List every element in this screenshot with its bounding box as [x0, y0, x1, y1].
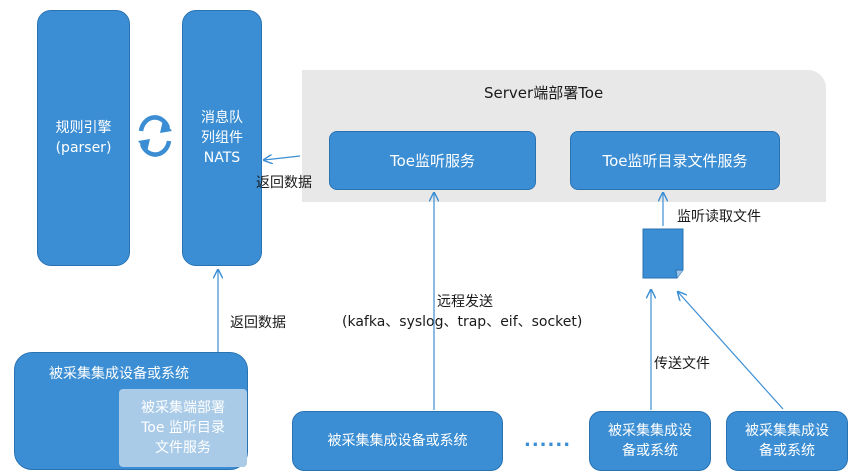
message-queue-box: 消息队 列组件 NATS: [182, 10, 262, 266]
protocols-label: (kafka、syslog、trap、eif、socket): [342, 314, 583, 330]
collected-device-right-2: 被采集集成设 备或系统: [726, 411, 848, 471]
toe-listen-service-box: Toe监听服务: [329, 131, 536, 190]
ellipsis-dots: ......: [524, 430, 572, 451]
listen-read-file-label: 监听读取文件: [677, 209, 761, 225]
collected-device-middle: 被采集集成设备或系统: [292, 411, 503, 471]
collected-device-left: 被采集集成设备或系统 被采集端部署 Toe 监听目录 文件服务: [14, 352, 248, 470]
rule-engine-box: 规则引擎 (parser): [37, 10, 130, 266]
arrow-to-nats-top: [264, 156, 301, 160]
server-title: Server端部署Toe: [484, 84, 604, 102]
arrow-transfer-2: [678, 292, 784, 410]
document-file-icon: [642, 228, 684, 279]
collected-device-left-title: 被采集集成设备或系统: [49, 366, 189, 382]
return-data-label-bottom: 返回数据: [230, 315, 286, 331]
return-data-label-top: 返回数据: [256, 175, 312, 191]
refresh-cycle-icon: [138, 115, 172, 157]
collected-device-right-1: 被采集集成设 备或系统: [589, 411, 711, 471]
collected-device-left-inner: 被采集端部署 Toe 监听目录 文件服务: [119, 389, 247, 467]
toe-dir-service-box: Toe监听目录文件服务: [570, 131, 780, 190]
remote-send-label: 远程发送: [437, 294, 493, 310]
transfer-file-label: 传送文件: [654, 356, 710, 372]
